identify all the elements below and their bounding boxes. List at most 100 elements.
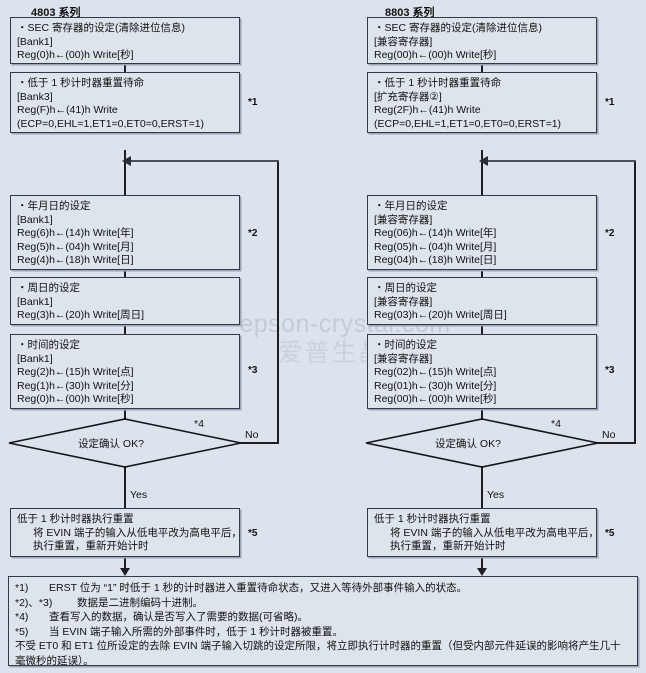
connector-l3 bbox=[124, 265, 126, 277]
node-line: ・周日的设定 bbox=[374, 282, 437, 294]
column-title-left: 4803 系列 bbox=[31, 7, 81, 19]
node-line: ・年月日的设定 bbox=[374, 200, 448, 212]
footnote-number: *4) bbox=[15, 611, 29, 623]
note-marker-right-1: *1 bbox=[605, 97, 615, 108]
node-line: [扩充寄存器②] bbox=[374, 90, 442, 103]
footnote-number: *5) bbox=[15, 625, 29, 638]
note-marker-right-5: *5 bbox=[605, 528, 615, 539]
node-line: Reg(2)h←(15)h Write[点] bbox=[17, 366, 134, 378]
feedback-arrow-right bbox=[479, 156, 488, 166]
node-line: Reg(00)h←(00)h Write[秒] bbox=[374, 393, 497, 405]
node-line: Reg(0)h←(00)h Write[秒] bbox=[17, 393, 134, 405]
note-marker-right-2: *2 bbox=[605, 228, 615, 239]
column-title-right: 8803 系列 bbox=[385, 7, 435, 19]
node-line: Reg(3)h←(20)h Write[周日] bbox=[17, 309, 145, 321]
node-line: [Bank1] bbox=[17, 35, 53, 48]
footnote-text: 当 EVIN 端子输入所需的外部事件时，低于 1 秒计时器被重置。 bbox=[49, 625, 344, 638]
node-right-timer-reset-execute: 低于 1 秒计时器执行重置 将 EVIN 端子的输入从低电平改为高电平后， 执行… bbox=[367, 508, 599, 557]
footnote-text: ERST 位为 “1” 时低于 1 秒的计时器进入重置待命状态，又进入等待外部事… bbox=[49, 582, 468, 594]
node-line: (ECP=0,EHL=1,ET1=0,ET0=0,ERST=1) bbox=[374, 117, 562, 130]
node-line: Reg(F)h←(41)h Write bbox=[17, 104, 118, 116]
node-line: Reg(02)h←(15)h Write[点] bbox=[374, 366, 497, 378]
decision-diamond-right bbox=[365, 418, 599, 468]
node-right-weekday-setting: ・周日的设定 [兼容寄存器] Reg(03)h←(20)h Write[周日] bbox=[367, 277, 597, 325]
feedback-hline-right bbox=[481, 160, 636, 162]
node-left-weekday-setting: ・周日的设定 [Bank1] Reg(3)h←(20)h Write[周日] bbox=[10, 277, 240, 325]
node-line: 将 EVIN 端子的输入从低电平改为高电平后， bbox=[33, 526, 242, 539]
arrow-right-bottom bbox=[477, 568, 487, 576]
connector-l7 bbox=[124, 557, 126, 573]
node-line: ・年月日的设定 bbox=[17, 200, 91, 212]
arrow-left-bottom bbox=[120, 568, 130, 576]
node-left-timer-reset-execute: 低于 1 秒计时器执行重置 将 EVIN 端子的输入从低电平改为高电平后， 执行… bbox=[10, 508, 242, 557]
node-left-sub-second-reset-standby: ・低于 1 秒计时器重置待命 [Bank3] Reg(F)h←(41)h Wri… bbox=[10, 72, 240, 133]
no-branch-hline-right bbox=[597, 442, 636, 444]
footnote-box: *1) ERST 位为 “1” 时低于 1 秒的计时器进入重置待命状态，又进入等待… bbox=[8, 576, 638, 668]
decision-yes-label-right: Yes bbox=[487, 489, 505, 501]
node-line: ・时间的设定 bbox=[17, 339, 80, 351]
node-line: Reg(01)h←(30)h Write[分] bbox=[374, 379, 497, 392]
node-left-date-setting: ・年月日的设定 [Bank1] Reg(6)h←(14)h Write[年] R… bbox=[10, 195, 240, 270]
node-line: Reg(06)h←(14)h Write[年] bbox=[374, 227, 497, 239]
node-line: Reg(1)h←(30)h Write[分] bbox=[17, 379, 134, 392]
footnote-text: 数据是二进制编码十进制。 bbox=[77, 596, 203, 609]
node-line: Reg(03)h←(20)h Write[周日] bbox=[374, 309, 507, 321]
decision-label-left: 设定确认 OK? bbox=[78, 438, 144, 450]
node-line: ・时间的设定 bbox=[374, 339, 437, 351]
feedback-vline-right bbox=[634, 160, 636, 443]
connector-l4 bbox=[124, 325, 126, 337]
footnote-text: 不受 ET0 和 ET1 位所设定的去除 EVIN 端子输入切跳的设定所限，将立… bbox=[15, 640, 621, 667]
feedback-hline-left bbox=[124, 160, 279, 162]
footnote-row: *1) ERST 位为 “1” 时低于 1 秒的计时器进入重置待命状态，又进入等待… bbox=[15, 581, 631, 596]
connector-r6 bbox=[481, 466, 483, 508]
note-marker-left-2: *2 bbox=[248, 228, 258, 239]
connector-r7 bbox=[481, 557, 483, 573]
node-line: Reg(00)h←(00)h Write[秒] bbox=[374, 49, 497, 61]
node-line: Reg(2F)h←(41)h Write bbox=[374, 104, 481, 116]
connector-l2 bbox=[124, 150, 126, 195]
decision-no-label-left: No bbox=[245, 429, 259, 441]
footnote-row: *4)查看写入的数据，确认是否写入了需要的数据(可省略)。 bbox=[15, 610, 631, 625]
connector-r5 bbox=[481, 403, 483, 420]
no-branch-hline-left bbox=[240, 442, 279, 444]
node-line: ・SEC 寄存器的设定(清除进位信息) bbox=[17, 22, 185, 34]
node-line: [Bank1] bbox=[17, 352, 53, 365]
connector-l5 bbox=[124, 403, 126, 420]
note-marker-right-3: *3 bbox=[605, 365, 615, 376]
footnote-row: *5) 当 EVIN 端子输入所需的外部事件时，低于 1 秒计时器被重置。 bbox=[15, 625, 631, 640]
node-line: 执行重置，重新开始计时 bbox=[33, 540, 149, 552]
footnote-row: 不受 ET0 和 ET1 位所设定的去除 EVIN 端子输入切跳的设定所限，将立… bbox=[15, 639, 631, 668]
decision-note-right: *4 bbox=[551, 418, 561, 430]
decision-label-right: 设定确认 OK? bbox=[435, 438, 501, 450]
footnote-number: *1) bbox=[15, 582, 29, 594]
footnote-number: *2)、*3) bbox=[15, 596, 53, 609]
node-right-date-setting: ・年月日的设定 [兼容寄存器] Reg(06)h←(14)h Write[年] … bbox=[367, 195, 597, 270]
node-line: [Bank1] bbox=[17, 295, 53, 308]
node-line: 将 EVIN 端子的输入从低电平改为高电平后， bbox=[390, 526, 599, 539]
node-line: ・低于 1 秒计时器重置待命 bbox=[374, 77, 502, 89]
node-line: ・周日的设定 bbox=[17, 282, 80, 294]
node-line: [兼容寄存器] bbox=[374, 295, 433, 308]
node-line: Reg(04)h←(18)h Write[日] bbox=[374, 254, 497, 266]
node-line: Reg(5)h←(04)h Write[月] bbox=[17, 240, 134, 253]
note-marker-left-1: *1 bbox=[248, 97, 258, 108]
node-line: Reg(05)h←(04)h Write[月] bbox=[374, 240, 497, 253]
node-line: 低于 1 秒计时器执行重置 bbox=[17, 513, 134, 525]
node-line: [兼容寄存器] bbox=[374, 352, 433, 365]
node-line: 低于 1 秒计时器执行重置 bbox=[374, 513, 491, 525]
decision-yes-label-left: Yes bbox=[130, 489, 148, 501]
footnote-row: *2)、*3) 数据是二进制编码十进制。 bbox=[15, 596, 631, 611]
connector-l1 bbox=[124, 64, 126, 72]
node-line: Reg(4)h←(18)h Write[日] bbox=[17, 254, 134, 266]
connector-r2 bbox=[481, 150, 483, 195]
node-right-sub-second-reset-standby: ・低于 1 秒计时器重置待命 [扩充寄存器②] Reg(2F)h←(41)h W… bbox=[367, 72, 597, 133]
node-line: [兼容寄存器] bbox=[374, 35, 433, 48]
node-right-sec-register: ・SEC 寄存器的设定(清除进位信息) [兼容寄存器] Reg(00)h←(00… bbox=[367, 17, 597, 64]
node-line: ・SEC 寄存器的设定(清除进位信息) bbox=[374, 22, 542, 34]
node-left-time-setting: ・时间的设定 [Bank1] Reg(2)h←(15)h Write[点] Re… bbox=[10, 334, 240, 409]
node-line: Reg(0)h←(00)h Write[秒] bbox=[17, 49, 134, 61]
node-line: (ECP=0,EHL=1,ET1=0,ET0=0,ERST=1) bbox=[17, 117, 205, 130]
feedback-arrow-left bbox=[122, 156, 131, 166]
node-right-time-setting: ・时间的设定 [兼容寄存器] Reg(02)h←(15)h Write[点] R… bbox=[367, 334, 597, 409]
